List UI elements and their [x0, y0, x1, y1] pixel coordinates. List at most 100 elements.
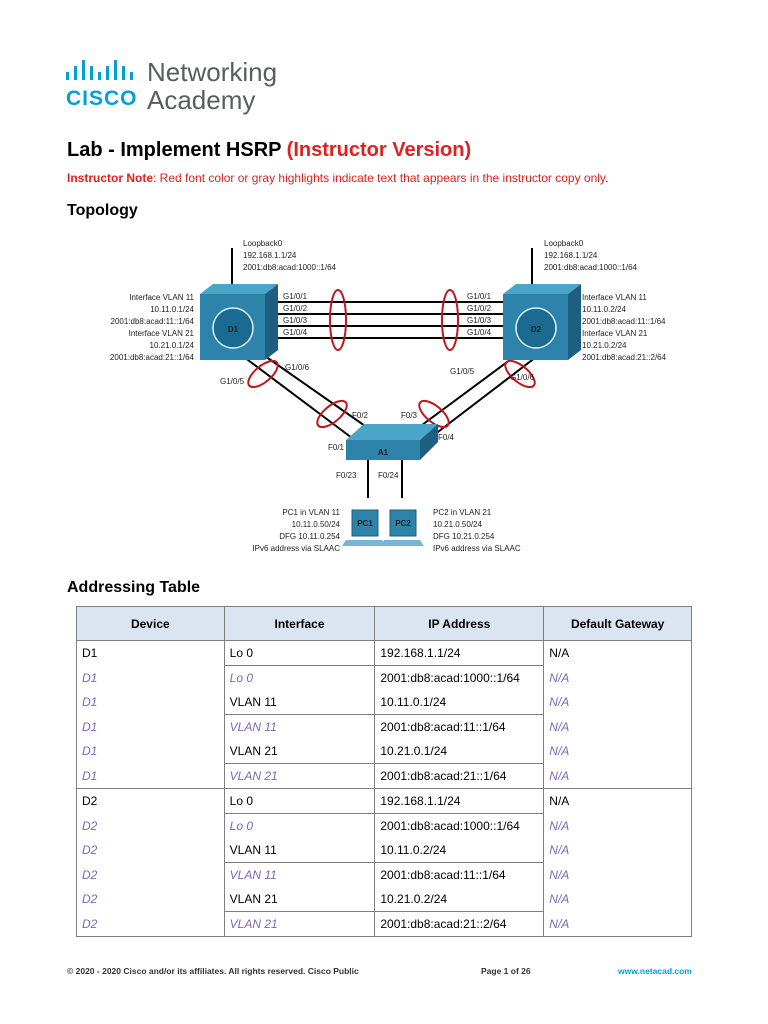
- topology-diagram: D1 D2 A1 PC1 PC2 Loopback0 192.168.1.1/2…: [110, 239, 667, 553]
- cisco-wordmark: CISCO: [66, 87, 138, 110]
- cell-device: D2: [76, 911, 225, 937]
- cell-interface: VLAN 21: [223, 763, 376, 789]
- cell-default-gateway: N/A: [543, 690, 692, 715]
- cell-default-gateway: N/A: [543, 887, 692, 912]
- cell-interface: Lo 0: [223, 788, 376, 814]
- svg-text:PC1 in VLAN 11: PC1 in VLAN 11: [282, 508, 340, 517]
- page-title: Lab - Implement HSRP (Instructor Version…: [67, 139, 472, 161]
- cell-default-gateway: N/A: [543, 665, 692, 690]
- footer-copyright: © 2020 - 2020 Cisco and/or its affiliate…: [67, 966, 359, 976]
- instructor-version-label: (Instructor Version): [286, 139, 472, 161]
- svg-text:PC2: PC2: [395, 519, 411, 528]
- svg-text:G1/0/5: G1/0/5: [220, 377, 245, 386]
- trunk-port-labels: G1/0/1 G1/0/2 G1/0/3 G1/0/4 G1/0/1 G1/0/…: [283, 292, 492, 337]
- cell-ip-address: 10.11.0.2/24: [374, 838, 545, 863]
- cell-ip-address: 2001:db8:acad:21::2/64: [374, 911, 545, 937]
- svg-text:IPv6 address via SLAAC: IPv6 address via SLAAC: [252, 544, 340, 553]
- svg-text:10.11.0.50/24: 10.11.0.50/24: [292, 520, 341, 529]
- addressing-table-heading: Addressing Table: [67, 579, 201, 596]
- footer-url-link[interactable]: www.netacad.com: [618, 966, 692, 976]
- svg-text:G1/0/3: G1/0/3: [467, 316, 492, 325]
- svg-text:G1/0/5: G1/0/5: [450, 367, 475, 376]
- brand-line-academy: Academy: [147, 85, 256, 115]
- svg-text:Interface VLAN 21: Interface VLAN 21: [582, 329, 648, 338]
- cell-default-gateway: N/A: [543, 739, 692, 764]
- a1-switch-icon: A1: [346, 424, 438, 460]
- svg-text:F0/3: F0/3: [401, 411, 418, 420]
- cell-interface: Lo 0: [223, 813, 376, 838]
- cisco-bars-icon: [66, 60, 133, 80]
- d2-loopback-label: Loopback0 192.168.1.1/24 2001:db8:acad:1…: [544, 239, 638, 272]
- instructor-note: Instructor Note: Red font color or gray …: [67, 171, 609, 185]
- svg-text:10.11.0.2/24: 10.11.0.2/24: [582, 305, 626, 314]
- cell-default-gateway: N/A: [543, 813, 692, 838]
- svg-text:Interface VLAN 11: Interface VLAN 11: [582, 293, 647, 302]
- col-header-default-gateway: Default Gateway: [543, 606, 692, 641]
- svg-text:G1/0/1: G1/0/1: [283, 292, 308, 301]
- cell-device: D1: [76, 665, 225, 690]
- cell-interface: Lo 0: [223, 640, 376, 666]
- svg-text:G1/0/4: G1/0/4: [467, 328, 492, 337]
- cell-default-gateway: N/A: [543, 640, 692, 666]
- svg-text:DFG 10.11.0.254: DFG 10.11.0.254: [279, 532, 340, 541]
- cell-device: D2: [76, 862, 225, 887]
- svg-text:2001:db8:acad:1000::1/64: 2001:db8:acad:1000::1/64: [544, 263, 638, 272]
- cell-ip-address: 192.168.1.1/24: [374, 640, 545, 666]
- d1-interface-info: Interface VLAN 11 10.11.0.1/24 2001:db8:…: [110, 293, 195, 362]
- svg-text:G1/0/1: G1/0/1: [467, 292, 492, 301]
- svg-text:10.11.0.1/24: 10.11.0.1/24: [150, 305, 194, 314]
- svg-text:F0/23: F0/23: [336, 471, 357, 480]
- d1-loopback-label: Loopback0 192.168.1.1/24 2001:db8:acad:1…: [243, 239, 337, 272]
- cell-interface: VLAN 21: [223, 739, 376, 764]
- cell-ip-address: 2001:db8:acad:11::1/64: [374, 714, 545, 739]
- cell-default-gateway: N/A: [543, 714, 692, 739]
- brand-line-networking: Networking: [147, 57, 278, 87]
- cell-interface: VLAN 11: [223, 838, 376, 863]
- pc2-info: PC2 in VLAN 21 10.21.0.50/24 DFG 10.21.0…: [433, 508, 521, 553]
- cell-interface: VLAN 21: [223, 887, 376, 912]
- col-header-interface: Interface: [223, 606, 376, 641]
- cell-device: D2: [76, 887, 225, 912]
- svg-text:2001:db8:acad:1000::1/64: 2001:db8:acad:1000::1/64: [243, 263, 337, 272]
- pc2-icon: PC2: [380, 509, 424, 546]
- svg-text:Interface VLAN 11: Interface VLAN 11: [129, 293, 194, 302]
- d2-interface-info: Interface VLAN 11 10.11.0.2/24 2001:db8:…: [582, 293, 667, 362]
- cell-interface: VLAN 11: [223, 862, 376, 887]
- cell-ip-address: 192.168.1.1/24: [374, 788, 545, 814]
- svg-text:2001:db8:acad:21::1/64: 2001:db8:acad:21::1/64: [110, 353, 195, 362]
- a1-label: A1: [378, 448, 389, 457]
- cell-ip-address: 2001:db8:acad:1000::1/64: [374, 665, 545, 690]
- svg-text:PC1: PC1: [357, 519, 373, 528]
- svg-text:F0/24: F0/24: [378, 471, 399, 480]
- cell-interface: VLAN 21: [223, 911, 376, 937]
- cell-default-gateway: N/A: [543, 838, 692, 863]
- cell-default-gateway: N/A: [543, 911, 692, 937]
- cell-device: D1: [76, 640, 225, 666]
- svg-text:Interface VLAN 21: Interface VLAN 21: [129, 329, 195, 338]
- col-header-device: Device: [76, 606, 225, 641]
- svg-text:Loopback0: Loopback0: [243, 239, 283, 248]
- cell-interface: Lo 0: [223, 665, 376, 690]
- svg-text:G1/0/6: G1/0/6: [510, 373, 535, 382]
- topology-heading: Topology: [67, 202, 138, 219]
- svg-text:DFG 10.21.0.254: DFG 10.21.0.254: [433, 532, 495, 541]
- addressing-table: Device Interface IP Address Default Gate…: [76, 606, 692, 937]
- cell-device: D1: [76, 763, 225, 789]
- cell-device: D2: [76, 838, 225, 863]
- svg-text:Loopback0: Loopback0: [544, 239, 584, 248]
- cell-device: D1: [76, 739, 225, 764]
- d1-switch-icon: D1: [200, 284, 278, 360]
- cell-default-gateway: N/A: [543, 763, 692, 789]
- cell-default-gateway: N/A: [543, 788, 692, 814]
- footer-page-number: Page 1 of 26: [481, 966, 531, 976]
